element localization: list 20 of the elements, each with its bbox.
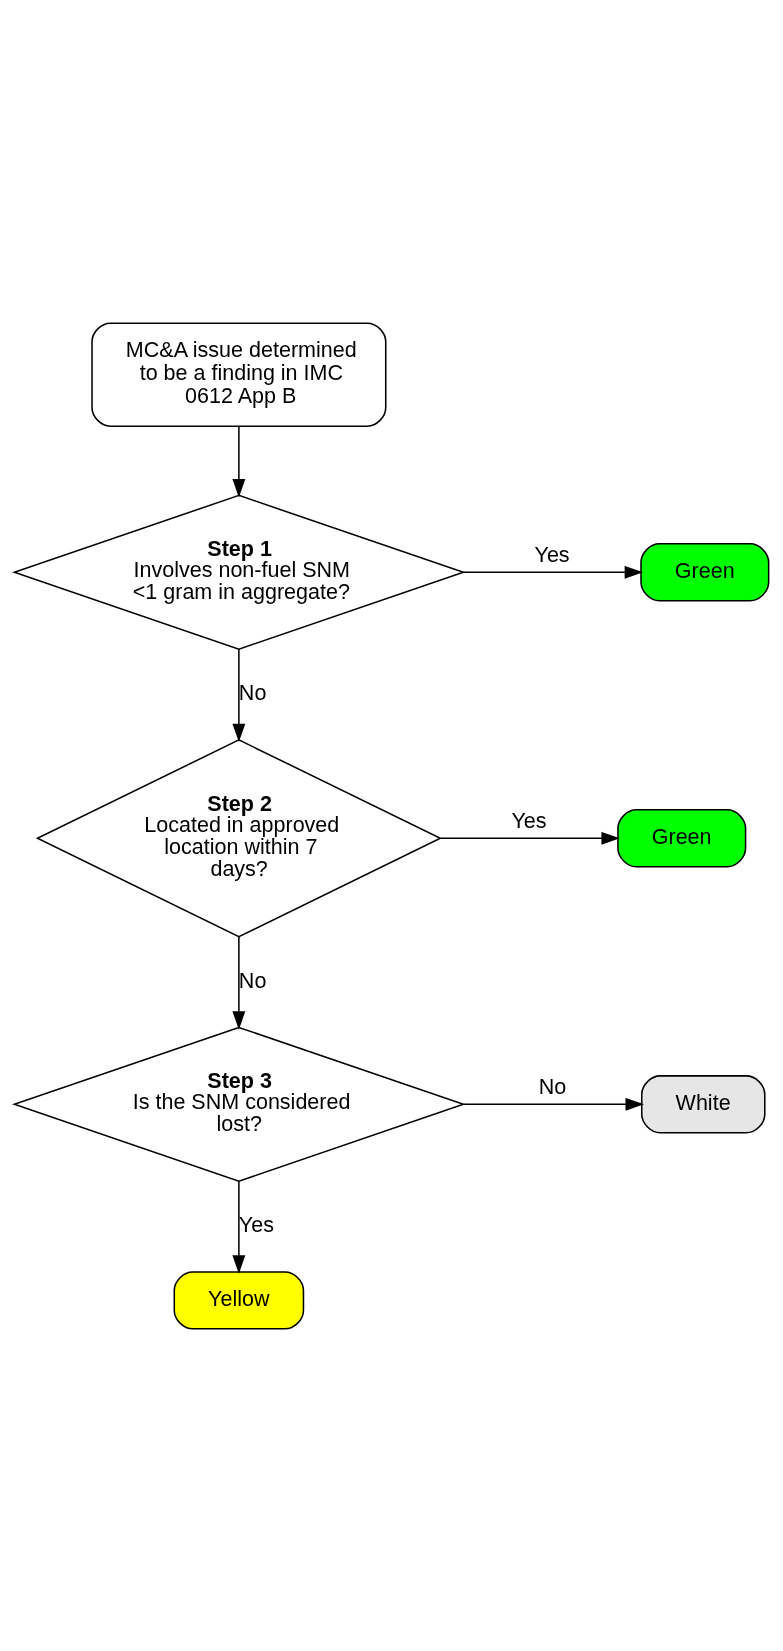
- arrow: [462, 565, 644, 579]
- arrow: [232, 647, 246, 742]
- edge-label: Yes: [534, 542, 570, 567]
- edge-label: No: [238, 968, 267, 993]
- edge-label: No: [538, 1074, 567, 1099]
- node-box: MC&A issue determined to be a finding in IMC 0612 App B: [91, 321, 387, 427]
- node-box: White: [641, 1074, 766, 1134]
- arrow: [232, 1180, 246, 1274]
- edge-label: No: [238, 680, 267, 705]
- node-box: Green: [640, 542, 770, 601]
- arrow: [232, 425, 246, 497]
- arrow: [232, 935, 246, 1030]
- node-diamond: Step 1 Involves non-fuel SNM <1 gram in aggregate?: [12, 494, 466, 650]
- arrow: [462, 1097, 644, 1111]
- node-box: Yellow: [173, 1270, 305, 1330]
- node-box: Green: [617, 808, 747, 867]
- node-diamond: Step 3 Is the SNM considered lost?: [12, 1026, 466, 1182]
- node-diamond: Step 2 Located in approved location within 7 days?: [35, 738, 443, 938]
- arrow: [440, 831, 620, 845]
- edge-label: Yes: [511, 808, 547, 833]
